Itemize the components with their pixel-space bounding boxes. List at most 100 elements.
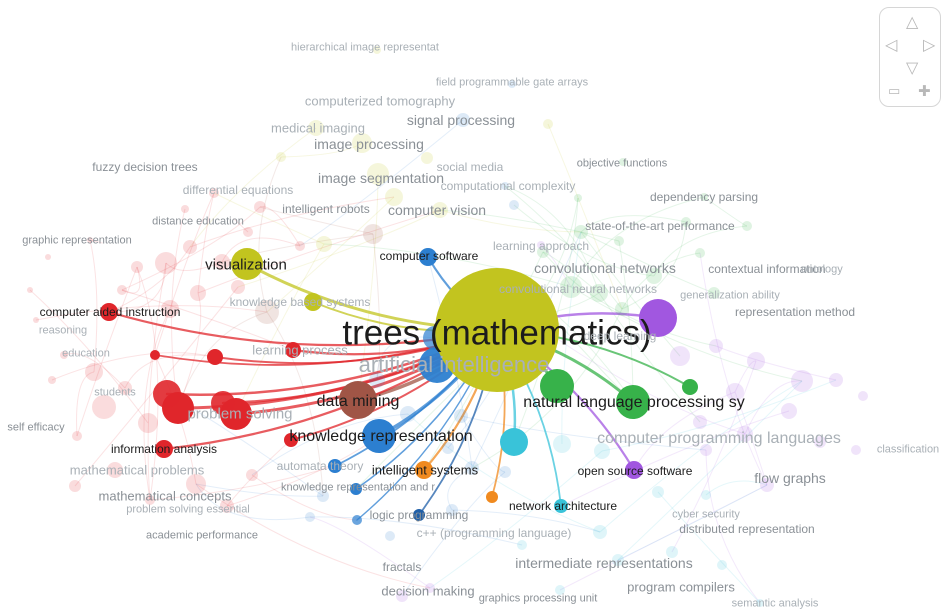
label-infoanalysis[interactable]: information analysis — [110, 442, 218, 456]
pan-up-icon[interactable]: △ — [906, 12, 919, 31]
label-trees[interactable]: trees (mathematics) — [342, 313, 652, 353]
label-compilers[interactable]: program compilers — [627, 579, 735, 595]
label-ontology[interactable]: ontology — [801, 263, 843, 276]
label-imageseg[interactable]: image segmentation — [317, 170, 445, 186]
label-hierarchical[interactable]: hierarchical image representat — [291, 41, 439, 54]
node-datamining[interactable] — [339, 381, 377, 419]
label-fpga[interactable]: field programmable gate arrays — [435, 76, 589, 89]
node-netarch[interactable] — [554, 499, 568, 513]
label-problemsolving2[interactable]: problem solving essential — [126, 503, 250, 516]
node-purple1[interactable] — [639, 299, 677, 337]
label-learningapproach[interactable]: learning approach — [492, 239, 590, 253]
label-knowledgebased[interactable]: knowledge based systems — [229, 295, 371, 309]
label-cpl[interactable]: computer programming languages — [597, 430, 841, 447]
label-contextual[interactable]: contextual information — [708, 262, 826, 276]
pan-down-icon[interactable]: ▽ — [906, 58, 919, 77]
label-distance[interactable]: distance education — [152, 215, 244, 228]
label-fractals[interactable]: fractals — [382, 560, 422, 574]
node-intsys[interactable] — [415, 461, 433, 479]
label-classification[interactable]: classification — [876, 443, 940, 456]
label-imageproc[interactable]: image processing — [314, 136, 424, 152]
label-deeplearning[interactable]: deep learning — [583, 329, 657, 343]
label-objective[interactable]: objective functions — [576, 157, 668, 170]
label-medical[interactable]: medical imaging — [271, 120, 365, 136]
label-differential[interactable]: differential equations — [182, 183, 294, 197]
label-visualization[interactable]: visualization — [205, 256, 287, 274]
node-logic[interactable] — [413, 509, 425, 521]
node-orangesmall[interactable] — [486, 491, 498, 503]
label-intermediate[interactable]: intermediate representations — [515, 555, 693, 571]
label-sota[interactable]: state-of-the-art performance — [585, 219, 735, 233]
node-kran[interactable] — [352, 515, 362, 525]
node-cyan1[interactable] — [500, 428, 528, 456]
node-yellowsmall[interactable] — [304, 293, 322, 311]
pan-right-icon[interactable]: ▷ — [923, 35, 936, 54]
node-lp3[interactable] — [284, 433, 298, 447]
background-node — [791, 370, 813, 392]
label-signal[interactable]: signal processing — [406, 112, 516, 128]
label-reprmethod[interactable]: representation method — [734, 305, 856, 319]
node-lp2[interactable] — [207, 349, 223, 365]
zoom-in-icon[interactable]: ✚ — [918, 82, 931, 100]
node-redsmall[interactable] — [150, 350, 160, 360]
node-oss[interactable] — [625, 461, 643, 479]
label-reasoning[interactable]: reasoning — [38, 324, 88, 337]
node-compsoft[interactable] — [419, 248, 437, 266]
label-cv[interactable]: computer vision — [387, 202, 487, 218]
label-semantic[interactable]: semantic analysis — [731, 597, 819, 610]
node-cai[interactable] — [100, 303, 118, 321]
label-kr[interactable]: knowledge representation — [289, 428, 473, 445]
label-mathconcepts[interactable]: mathematical concepts — [98, 488, 232, 504]
node-lp[interactable] — [285, 342, 301, 358]
label-fuzzy[interactable]: fuzzy decision trees — [92, 160, 198, 174]
node-bluesmall2[interactable] — [350, 483, 362, 495]
label-oss[interactable]: open source software — [577, 464, 693, 478]
label-genability[interactable]: generalization ability — [680, 289, 780, 302]
label-gpu[interactable]: graphics processing unit — [478, 592, 598, 605]
label-robots[interactable]: intelligent robots — [282, 202, 370, 216]
node-ps4[interactable] — [211, 391, 235, 415]
label-dependency[interactable]: dependency parsing — [649, 190, 759, 204]
node-nlp2[interactable] — [616, 385, 650, 419]
label-nlp[interactable]: natural language processing sy — [523, 394, 745, 411]
node-visualization[interactable] — [231, 248, 263, 280]
pan-left-icon[interactable]: ◁ — [885, 35, 898, 54]
label-datamining[interactable]: data mining — [316, 393, 400, 410]
node-bluesmall[interactable] — [328, 459, 342, 473]
label-kran[interactable]: knowledge representation and r — [280, 481, 436, 494]
node-greensmall[interactable] — [682, 379, 698, 395]
label-distrep[interactable]: distributed representation — [679, 522, 815, 536]
background-node — [747, 352, 765, 370]
label-cai[interactable]: computer aided instruction — [39, 305, 181, 319]
label-graphic[interactable]: graphic representation — [22, 234, 132, 247]
label-academic[interactable]: academic performance — [146, 529, 258, 542]
label-netarch[interactable]: network architecture — [508, 499, 618, 513]
label-compsoft[interactable]: computer software — [379, 249, 479, 263]
label-selfefficacy[interactable]: self efficacy — [7, 421, 65, 434]
node-kr[interactable] — [362, 419, 396, 453]
label-cnn[interactable]: convolutional neural networks — [498, 282, 658, 296]
node-infoanalysis[interactable] — [155, 440, 173, 458]
label-cpp[interactable]: c++ (programming language) — [416, 526, 572, 540]
label-education[interactable]: education — [62, 347, 110, 360]
label-mathproblems[interactable]: mathematical problems — [69, 462, 205, 478]
label-automata[interactable]: automata theory — [276, 459, 364, 473]
node-trees[interactable] — [435, 268, 559, 392]
node-nlp[interactable] — [540, 369, 574, 403]
label-learningprocess[interactable]: learning process — [252, 342, 348, 358]
label-convnets[interactable]: convolutional networks — [534, 260, 676, 276]
label-students[interactable]: students — [94, 386, 136, 399]
label-ct[interactable]: computerized tomography — [304, 93, 456, 109]
label-intsys[interactable]: intelligent systems — [371, 462, 479, 478]
label-complexity[interactable]: computational complexity — [440, 179, 576, 193]
label-logicprog[interactable]: logic programming — [369, 508, 469, 522]
label-ai[interactable]: artificial intelligence — [358, 352, 550, 377]
label-socialmedia[interactable]: social media — [436, 160, 504, 174]
zoom-out-icon[interactable]: ▭ — [888, 84, 901, 99]
label-decision[interactable]: decision making — [381, 583, 475, 599]
label-problemsolving[interactable]: problem solving — [187, 405, 293, 423]
label-cybersec[interactable]: cyber security — [672, 508, 740, 521]
label-flowgraphs[interactable]: flow graphs — [754, 470, 826, 486]
node-ps3[interactable] — [153, 380, 181, 408]
